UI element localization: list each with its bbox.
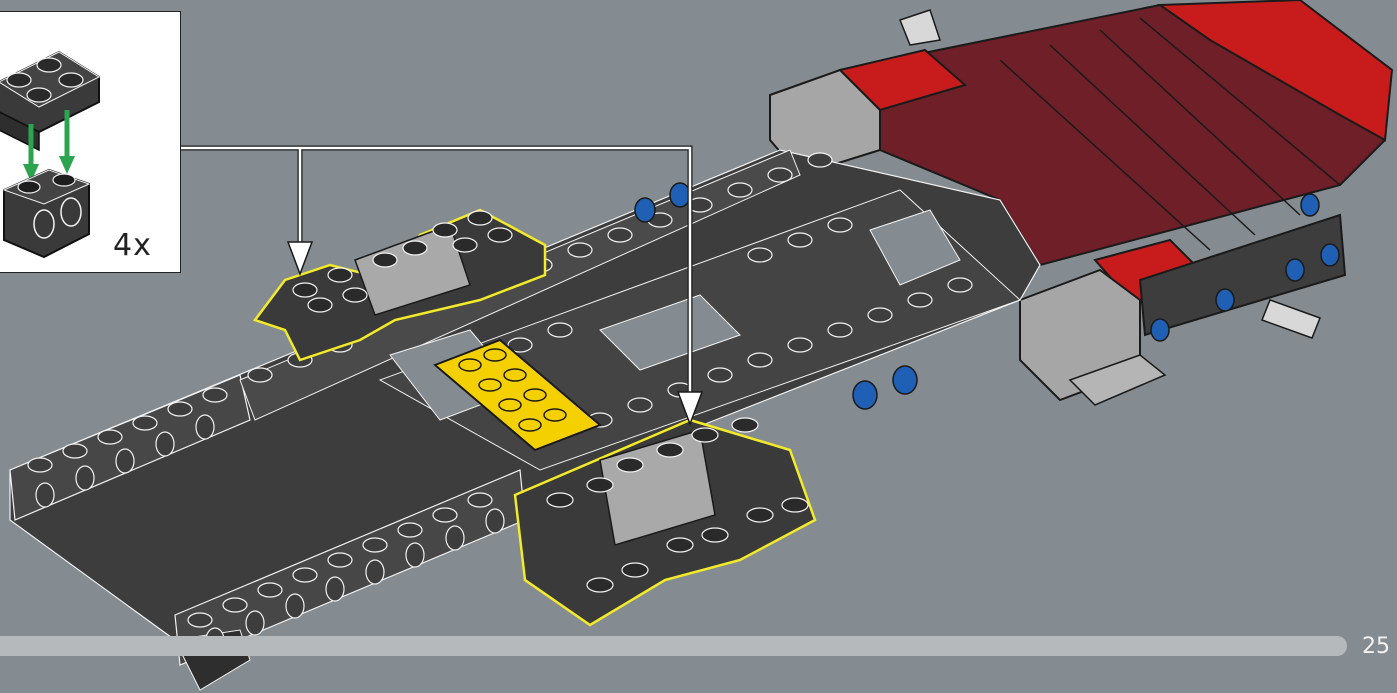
page-progress-bar <box>0 636 1347 656</box>
quantity-label: 4x <box>113 228 152 263</box>
page-number: 25 <box>1362 634 1390 659</box>
brick-part <box>4 170 89 257</box>
callout-parts-illustration <box>0 12 181 273</box>
plate-part <box>0 52 99 150</box>
parts-callout: 4x <box>0 11 181 273</box>
